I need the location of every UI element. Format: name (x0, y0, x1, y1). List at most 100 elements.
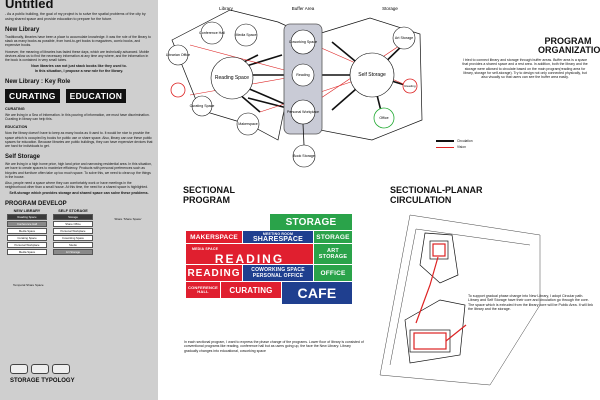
sectional-planar-title: SECTIONAL-PLANAR CIRCULATION (390, 185, 483, 205)
develop-box: Storage (53, 214, 93, 221)
circulation-paths (413, 243, 467, 350)
program-develop-heading: PROGRAM DEVELOP (5, 200, 67, 207)
develop-box: Reading Space (7, 214, 47, 221)
share-space-label: Share 'Share Space' (114, 216, 142, 221)
storage-circular-path (413, 332, 447, 350)
personal-office-label: PERSONAL OFFICE (252, 273, 304, 279)
block-curating: CURATING (221, 282, 281, 298)
legend-swatch (436, 146, 454, 148)
block-storage-top: STORAGE (270, 214, 352, 230)
key-role-heading: New Library : Key Role (5, 79, 71, 86)
node-label: Reading (404, 84, 416, 88)
library-core (429, 240, 449, 260)
column-header-storage: Storage (382, 6, 398, 11)
legend-vision: Vision (436, 145, 473, 149)
node-curating-space (191, 95, 213, 117)
temporal-share-caption: Temporal Share Space (13, 282, 44, 287)
new-library-heading: New Library (5, 27, 40, 33)
self-storage-column: SELF STORAGE Storage Share Office Person… (53, 209, 93, 256)
sectional-program-title: SECTIONAL PROGRAM (183, 185, 235, 205)
program-organization-desc: I tried to connect library and storage t… (462, 58, 588, 80)
develop-box: Art Storage (53, 249, 93, 256)
node-label: Librarian Office (166, 53, 190, 57)
node-label: Curating Space (190, 104, 215, 108)
node-media-space (234, 23, 258, 47)
new-library-p2: However, the meaning of libraries has fa… (5, 49, 150, 63)
node-art-storage (392, 26, 416, 50)
page-title: Untitled (5, 0, 54, 11)
new-library-bold-1: Now libraries can not just stack books l… (31, 64, 127, 69)
education-badge: EDUCATION (65, 89, 127, 104)
node-label: Personal Workplace (287, 110, 319, 114)
program-organization-title: PROGRAM ORGANIZATION (538, 36, 600, 55)
site-boundary (379, 214, 541, 386)
node-coworking-space (290, 29, 316, 55)
storage-unit-icon (31, 364, 49, 374)
sectional-program-blocks: STORAGE MAKERSPACE MEETING ROOM SHARESPA… (186, 214, 352, 304)
left-panel: Untitled - As a public building, the goa… (0, 0, 158, 400)
node-conference-hall (200, 21, 224, 45)
new-library-p1: Traditionally, libraries have been a pla… (5, 35, 151, 48)
sharespace-label: SHARESPACE (252, 236, 304, 243)
node-small-library (170, 82, 186, 98)
site-outline (379, 214, 541, 386)
education-text: Now the library doesn't have to keep as … (5, 131, 153, 149)
develop-box: Coworking Space (53, 235, 93, 242)
storage-footprint (404, 299, 466, 364)
curating-text: We are living in a Sea of Information. I… (5, 113, 150, 122)
node-label: Conference Hall (199, 31, 225, 35)
block-reading-1: MEDIA SPACE READING (186, 244, 313, 266)
develop-box: Media Space (7, 228, 47, 235)
typology-icons (10, 364, 70, 374)
node-label: Self Storage (358, 72, 386, 78)
develop-box: Share Office (53, 221, 93, 228)
block-art-storage: ART STORAGE (314, 244, 352, 264)
node-makerspace (236, 112, 260, 136)
node-label: Reading Space (215, 75, 249, 81)
node-office (373, 107, 395, 129)
media-space-label: MEDIA SPACE (192, 247, 219, 251)
develop-box: Studio (53, 242, 93, 249)
curating-subheading: CURATING (5, 107, 25, 112)
book-storage-link (302, 123, 305, 146)
reading-label-1: READING (214, 252, 285, 266)
legend-swatch (436, 140, 454, 142)
exit-path (445, 324, 467, 342)
sectional-planar-desc: To support gradual phase change into New… (468, 294, 594, 312)
legend-circulation: Circulation (436, 139, 473, 143)
program-organization-diagram: Library Buffer Area Storage Conference H… (160, 0, 600, 172)
link-path (415, 256, 439, 324)
node-reading-small (402, 78, 418, 94)
node-label: Reading (296, 73, 309, 77)
node-reading-space (210, 56, 254, 100)
library-footprint (419, 232, 459, 284)
legend-label: Circulation (457, 139, 473, 143)
column-header-library: Library (219, 6, 234, 11)
key-role-badges: CURATING EDUCATION (5, 89, 153, 104)
node-reading-buffer (291, 63, 315, 87)
new-library-column: NEW LIBRARY Reading Space Conference Hal… (7, 209, 47, 256)
self-storage-p2: Also, people need a space where they can… (5, 181, 149, 190)
node-librarian-office (167, 44, 189, 66)
circulation-plan-svg (379, 214, 541, 386)
block-coworking: COWORKING SPACE PERSONAL OFFICE (243, 265, 313, 281)
storage-typology-heading: STORAGE TYPOLOGY (10, 378, 75, 384)
column-header-buffer: Buffer Area (292, 6, 315, 11)
node-self-storage (349, 52, 395, 98)
node-label: Art Storage (395, 36, 413, 40)
intro-text: - As a public building, the goal of my p… (5, 12, 146, 21)
develop-box: Conference Hall (7, 221, 47, 228)
bubble-diagram-svg: Library Buffer Area Storage Conference H… (166, 6, 423, 168)
block-cafe: CAFE (282, 282, 352, 304)
node-label: Book Storage (293, 154, 315, 158)
block-office: OFFICE (314, 265, 352, 281)
education-subheading: EDUCATION (5, 125, 28, 130)
storage-core (409, 329, 451, 353)
self-storage-bold: Self-storage which provides storage and … (9, 191, 149, 196)
block-reading-2: READING (186, 265, 242, 281)
develop-box: Personal Workplace (7, 242, 47, 249)
diagram-legend: Circulation Vision (436, 139, 473, 151)
coworking-label: COWORKING SPACE (251, 267, 305, 273)
self-storage-heading: Self Storage (5, 154, 41, 161)
storage-unit-icon (52, 364, 70, 374)
